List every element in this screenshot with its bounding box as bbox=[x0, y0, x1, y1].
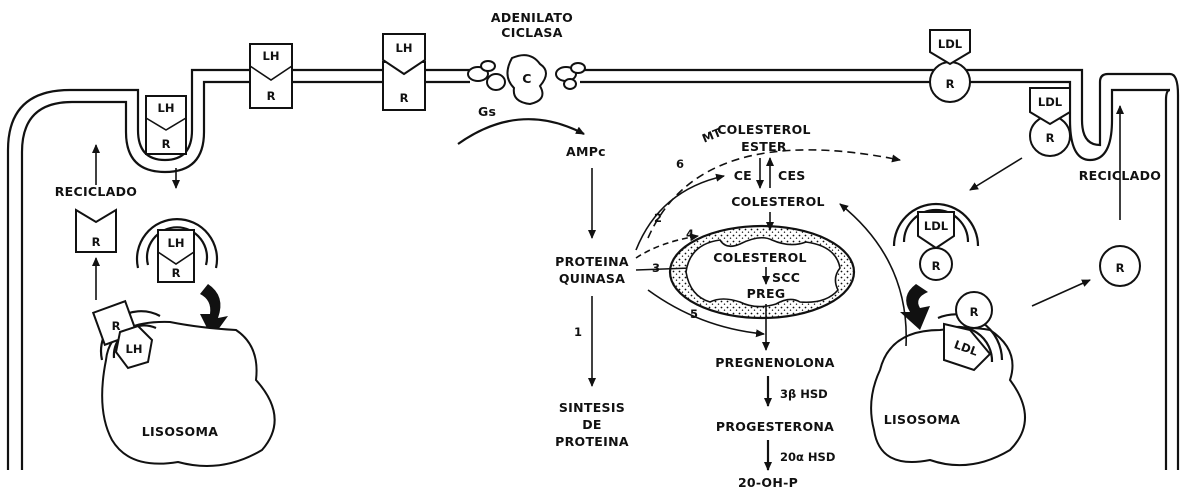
svg-text:R: R bbox=[1046, 131, 1055, 145]
svg-text:R: R bbox=[932, 259, 941, 273]
ces-label: CES bbox=[778, 168, 806, 183]
recycled-receptor-right: R bbox=[1100, 246, 1140, 286]
lisosoma-left-label: LISOSOMA bbox=[142, 424, 218, 439]
svg-text:LH: LH bbox=[396, 41, 413, 55]
adenilato-label: ADENILATO bbox=[491, 10, 573, 25]
svg-text:LDL: LDL bbox=[924, 219, 949, 233]
pathway-number-4: 4 bbox=[686, 227, 694, 241]
recycled-receptor-left: R bbox=[76, 210, 116, 252]
svg-text:R: R bbox=[946, 77, 955, 91]
pathway-number-3: 3 bbox=[652, 261, 660, 275]
lh-receptor-coated-pit: LH R bbox=[146, 96, 186, 154]
lysosome-right: R LDL bbox=[871, 292, 1025, 465]
ce-label: CE bbox=[734, 168, 752, 183]
svg-text:LH: LH bbox=[168, 236, 185, 250]
ciclasa-label: CICLASA bbox=[501, 25, 562, 40]
svg-text:R: R bbox=[267, 89, 276, 103]
reciclado-right-label: RECICLADO bbox=[1079, 168, 1162, 183]
3b-hsd-label: 3β HSD bbox=[780, 387, 828, 401]
svg-text:R: R bbox=[400, 91, 409, 105]
svg-text:R: R bbox=[92, 235, 101, 249]
ldl-receptor-coated-pit: LDL R bbox=[1030, 88, 1070, 156]
sintesis-label-1: SINTESIS bbox=[559, 400, 625, 415]
pregnenolona-label: PREGNENOLONA bbox=[715, 355, 835, 370]
pathway-number-1: 1 bbox=[574, 325, 582, 339]
scc-label: SCC bbox=[772, 270, 800, 285]
colesterol-label: COLESTEROL bbox=[731, 194, 825, 209]
sintesis-label-3: PROTEINA bbox=[555, 434, 629, 449]
mitochondrion bbox=[670, 226, 854, 318]
lh-receptor-membrane-2: LH R bbox=[383, 34, 425, 110]
svg-text:R: R bbox=[112, 319, 121, 333]
lh-receptor-membrane-1: LH R bbox=[250, 44, 292, 108]
svg-text:LDL: LDL bbox=[938, 37, 963, 51]
mito-colesterol-label: COLESTEROL bbox=[713, 250, 807, 265]
ldl-endocytosis-arrow bbox=[970, 158, 1022, 190]
gs-label: Gs bbox=[478, 104, 496, 119]
svg-text:R: R bbox=[970, 305, 979, 319]
colesterol-ester-label-1: COLESTEROL bbox=[717, 122, 811, 137]
colesterol-ester-label-2: ESTER bbox=[741, 139, 787, 154]
ampc-label: AMPc bbox=[566, 144, 606, 159]
receptor-recycling-arrow bbox=[1032, 280, 1090, 306]
svg-text:R: R bbox=[162, 137, 171, 151]
reciclado-left-label: RECICLADO bbox=[55, 184, 138, 199]
gs-to-ampc-arrow bbox=[458, 119, 584, 144]
svg-text:LH: LH bbox=[126, 342, 143, 356]
preg-label: PREG bbox=[747, 286, 786, 301]
ldl-receptor-membrane: LDL R bbox=[930, 30, 970, 102]
svg-text:R: R bbox=[172, 266, 181, 280]
endosome-right: LDL R bbox=[894, 204, 978, 280]
pathway-number-6: 6 bbox=[676, 157, 684, 171]
endosome-left: LH R bbox=[137, 219, 217, 282]
proteina-quinasa-label-2: QUINASA bbox=[559, 271, 625, 286]
svg-text:LH: LH bbox=[263, 49, 280, 63]
svg-text:LH: LH bbox=[158, 101, 175, 115]
progesterona-label: PROGESTERONA bbox=[716, 419, 834, 434]
sintesis-label-2: DE bbox=[582, 417, 602, 432]
20-oh-p-label: 20-OH-P bbox=[738, 475, 798, 490]
svg-text:R: R bbox=[1116, 261, 1125, 275]
catalytic-unit-label: C bbox=[522, 71, 531, 86]
svg-text:LDL: LDL bbox=[1038, 95, 1063, 109]
lysosome-left: R LH bbox=[93, 301, 274, 466]
proteina-quinasa-label-1: PROTEINA bbox=[555, 254, 629, 269]
lisosoma-right-label: LISOSOMA bbox=[884, 412, 960, 427]
pathway-number-5: 5 bbox=[690, 307, 698, 321]
20a-hsd-label: 20α HSD bbox=[780, 450, 835, 464]
